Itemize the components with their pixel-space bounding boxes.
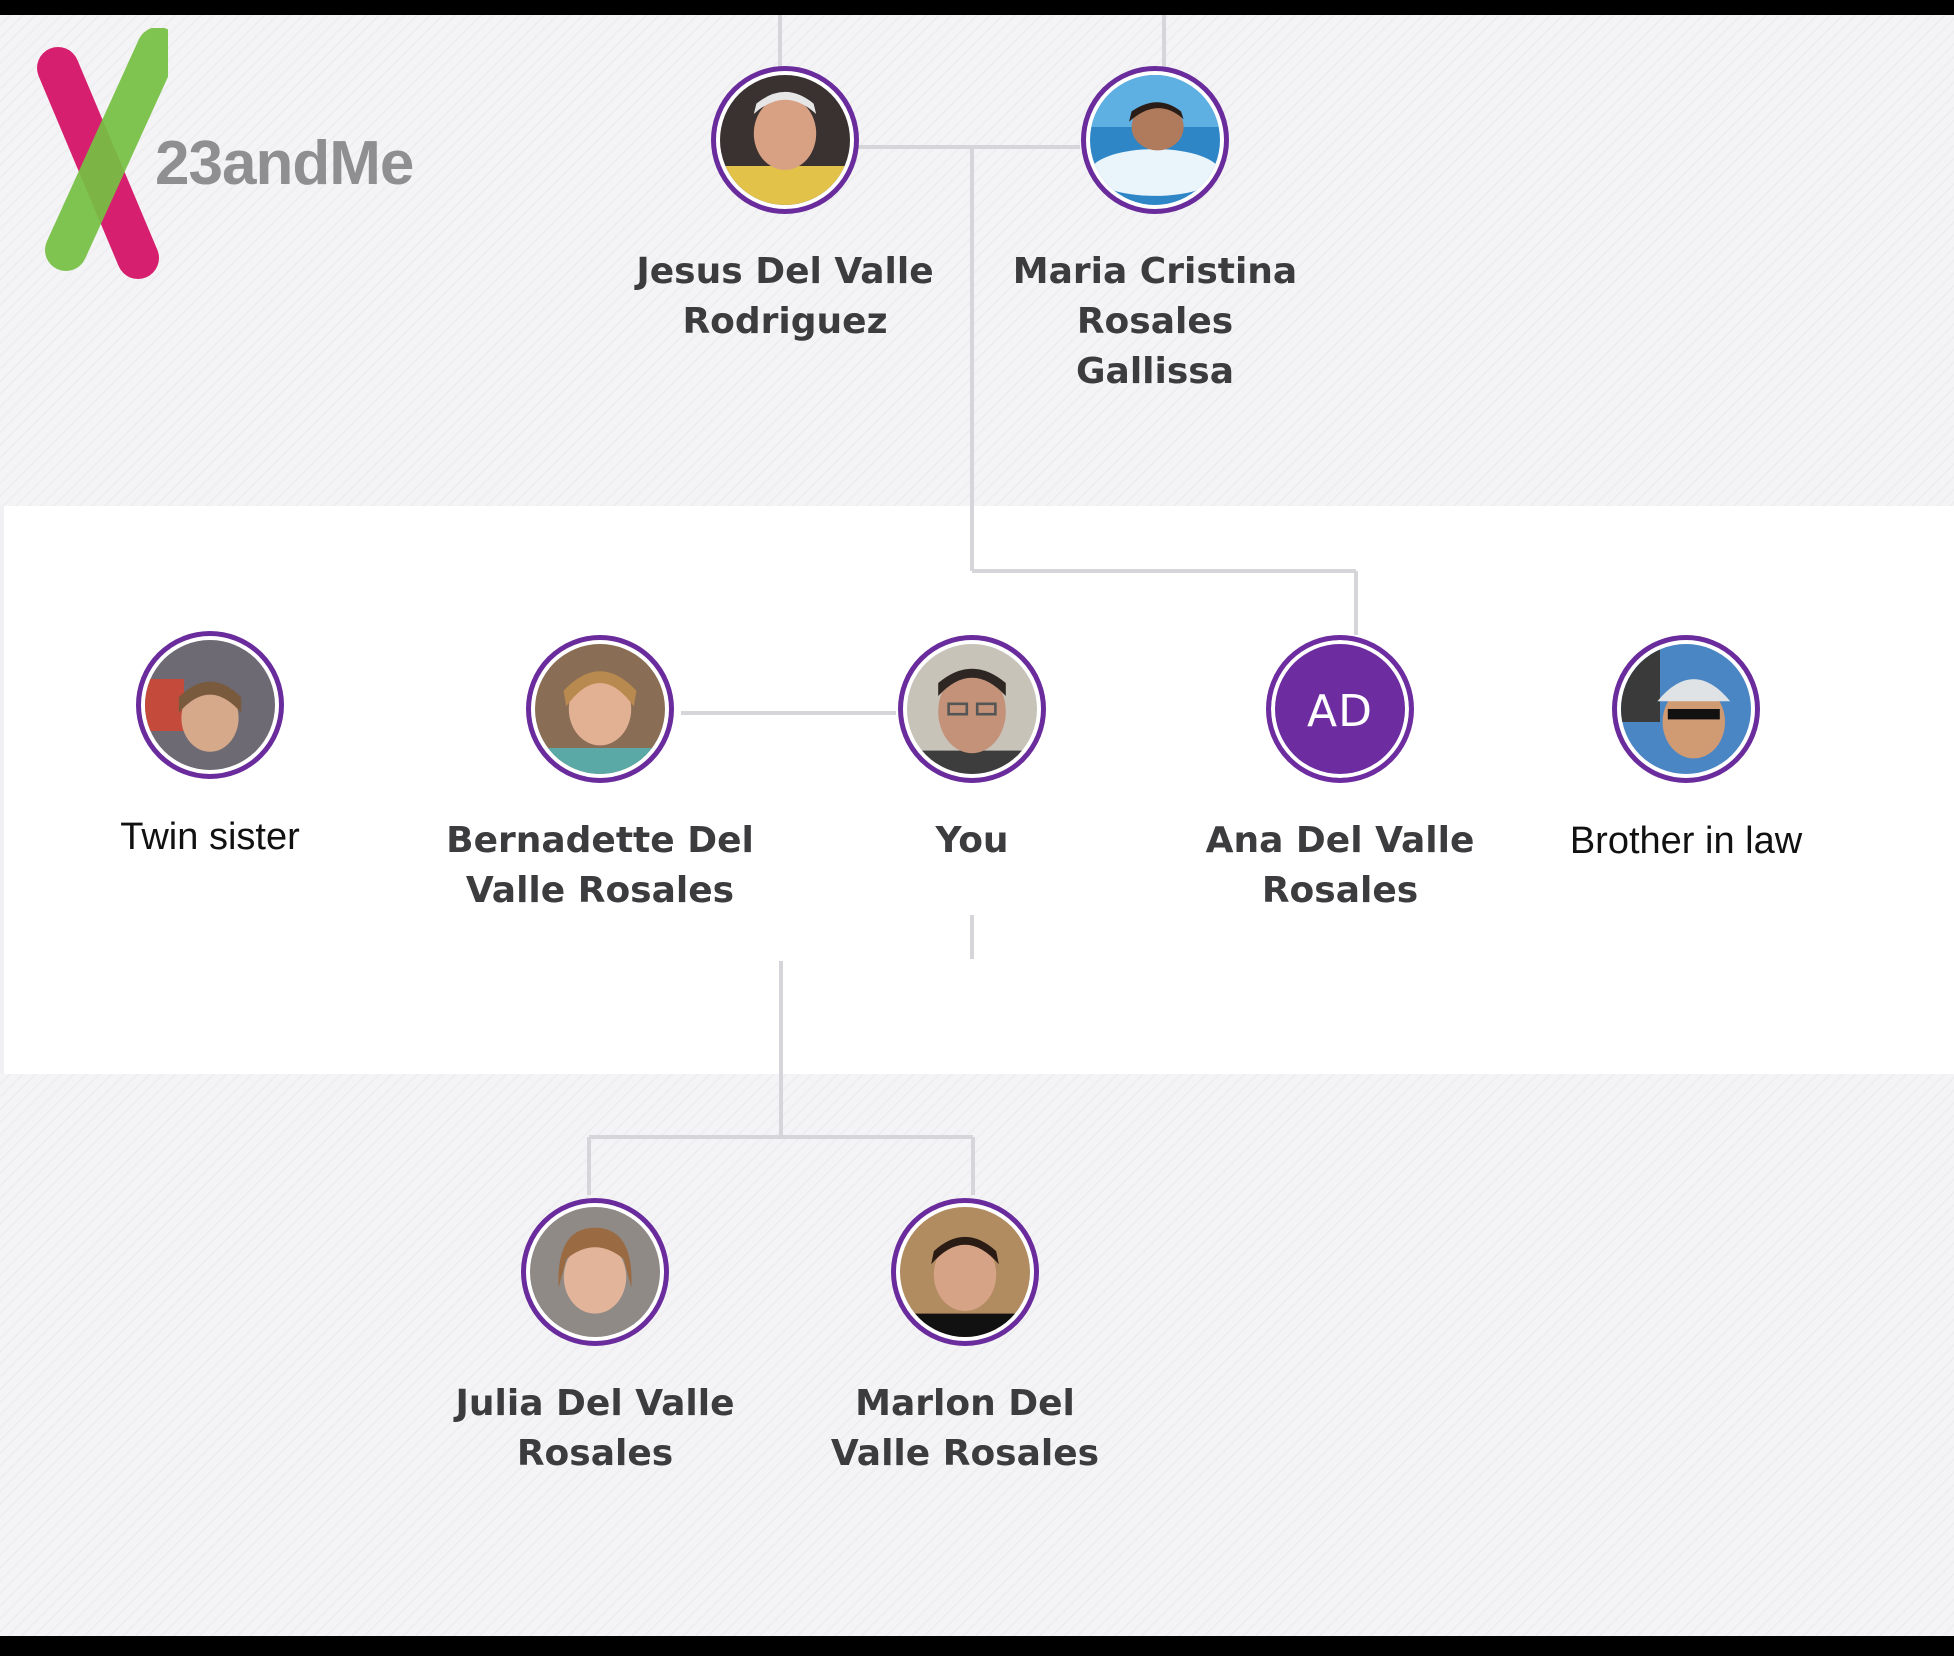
chromosome-x-logo-icon	[37, 28, 168, 279]
person-name: Ana Del Valle Rosales	[1205, 820, 1475, 911]
person-marlon-del-valle-rosales[interactable]: Marlon Del Valle Rosales	[805, 1198, 1125, 1479]
person-photo-icon	[1621, 644, 1751, 774]
person-photo-icon	[1090, 75, 1220, 205]
avatar-initials-text: AD	[1307, 686, 1373, 737]
children-row-band	[0, 1074, 1954, 1636]
person-name: Brother in law	[1569, 820, 1803, 862]
grandparents-row-band	[0, 15, 1954, 506]
avatar[interactable]	[526, 635, 674, 783]
person-you[interactable]: You	[812, 635, 1132, 866]
avatar[interactable]	[891, 1198, 1039, 1346]
person-julia-del-valle-rosales[interactable]: Julia Del Valle Rosales	[435, 1198, 755, 1479]
avatar[interactable]	[711, 66, 859, 214]
person-photo-icon	[907, 644, 1037, 774]
person-photo-icon	[535, 644, 665, 774]
logo-text: 23andMe	[155, 129, 414, 198]
avatar[interactable]	[898, 635, 1046, 783]
person-photo-icon	[145, 640, 275, 770]
person-name: Twin sister	[120, 816, 300, 858]
person-name: You	[935, 820, 1009, 861]
person-photo-icon	[530, 1207, 660, 1337]
person-maria-cristina-rosales-gallissa[interactable]: Maria Cristina Rosales Gallissa	[995, 66, 1315, 397]
person-name: Marlon Del Valle Rosales	[830, 1383, 1100, 1474]
family-tree-page: 23andMe Jesus Del Valle Rodriguez Maria …	[0, 15, 1954, 1636]
siblings-row-band	[4, 506, 1954, 1074]
person-name: Bernadette Del Valle Rosales	[446, 820, 754, 911]
avatar[interactable]	[1081, 66, 1229, 214]
avatar[interactable]	[521, 1198, 669, 1346]
person-name: Jesus Del Valle Rodriguez	[636, 251, 934, 342]
avatar-initials[interactable]: AD	[1266, 635, 1414, 783]
person-bernadette-del-valle-rosales[interactable]: Bernadette Del Valle Rosales	[440, 635, 760, 916]
person-ana-del-valle-rosales[interactable]: AD Ana Del Valle Rosales	[1180, 635, 1500, 916]
person-twin-sister[interactable]: Twin sister	[50, 631, 370, 862]
tree-connectors	[587, 15, 1358, 1195]
person-name: Maria Cristina Rosales Gallissa	[1012, 251, 1298, 392]
person-jesus-del-valle-rodriguez[interactable]: Jesus Del Valle Rodriguez	[625, 66, 945, 347]
person-name: Julia Del Valle Rosales	[455, 1383, 735, 1474]
brand-logo[interactable]: 23andMe	[28, 28, 448, 288]
person-brother-in-law[interactable]: Brother in law	[1526, 635, 1846, 866]
person-photo-icon	[900, 1207, 1030, 1337]
avatar[interactable]	[1612, 635, 1760, 783]
person-photo-icon	[720, 75, 850, 205]
avatar[interactable]	[136, 631, 284, 779]
